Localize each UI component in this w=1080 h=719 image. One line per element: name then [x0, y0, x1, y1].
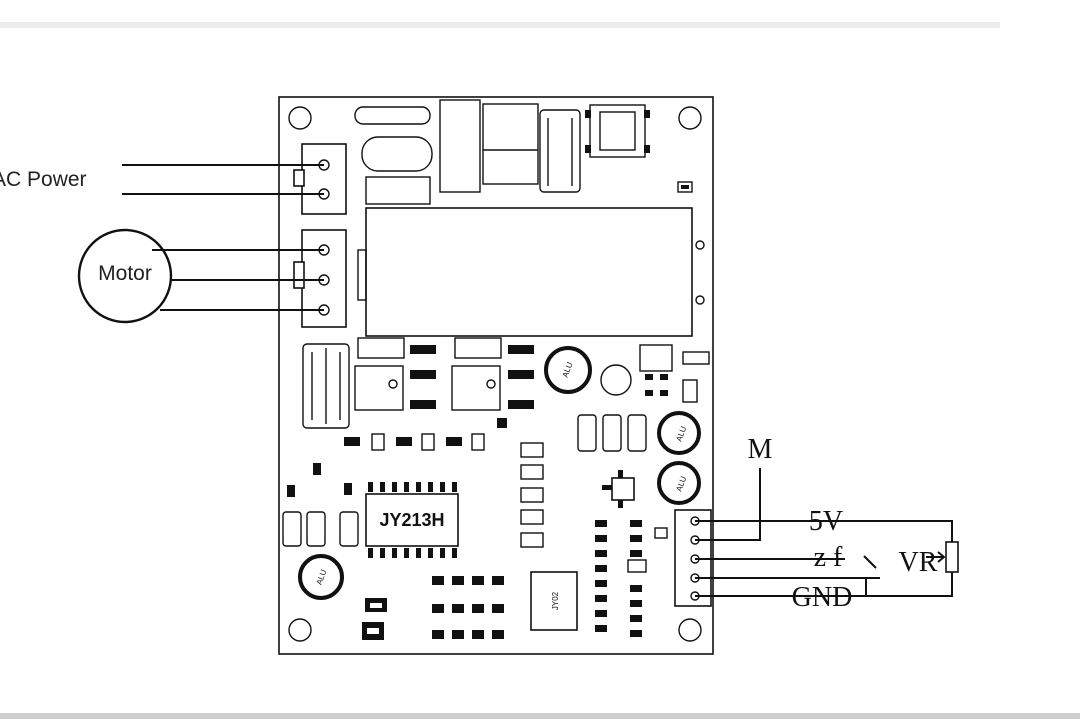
resistor-block — [365, 176, 431, 205]
chip-main-label: JY213H — [379, 510, 444, 530]
transformer — [482, 103, 539, 185]
motor-label: Motor — [98, 262, 152, 285]
ac-power-connector — [301, 143, 347, 215]
crystal — [361, 136, 433, 172]
vr-label: VR — [899, 547, 938, 578]
gnd-label: GND — [792, 582, 853, 613]
electrolytic-capacitor — [657, 411, 701, 455]
electrolytic-capacitor — [298, 554, 344, 600]
potentiometer — [945, 541, 959, 573]
transistor — [451, 365, 501, 411]
capacitor-block — [539, 109, 581, 193]
ac-power-label: AC Power — [0, 168, 87, 191]
5v-label: 5V — [809, 506, 843, 537]
transistor — [354, 365, 404, 411]
capacitor-block — [439, 99, 481, 193]
electrolytic-capacitor — [544, 346, 592, 394]
capacitor-block — [302, 343, 350, 429]
gnd-wire — [695, 572, 953, 597]
ic-chip-small — [530, 571, 578, 631]
top-divider — [0, 22, 1000, 28]
mounting-hole — [678, 106, 702, 130]
bridge-rectifier — [589, 104, 646, 158]
5v-wire — [695, 520, 953, 542]
m-wire — [695, 468, 761, 541]
zf-label: z f — [814, 542, 843, 573]
mounting-hole — [288, 106, 312, 130]
pcb-board — [278, 96, 714, 655]
motor-symbol — [77, 228, 173, 324]
electrolytic-capacitor — [657, 461, 701, 505]
ic-chip-main — [365, 493, 459, 547]
mounting-hole — [288, 618, 312, 642]
svg-text:JY02: JY02 — [551, 591, 560, 610]
led — [677, 181, 693, 193]
fuse — [354, 106, 431, 125]
relay-module — [365, 207, 693, 337]
bottom-divider — [0, 713, 1080, 719]
mounting-hole — [678, 618, 702, 642]
m-label: M — [748, 434, 773, 465]
